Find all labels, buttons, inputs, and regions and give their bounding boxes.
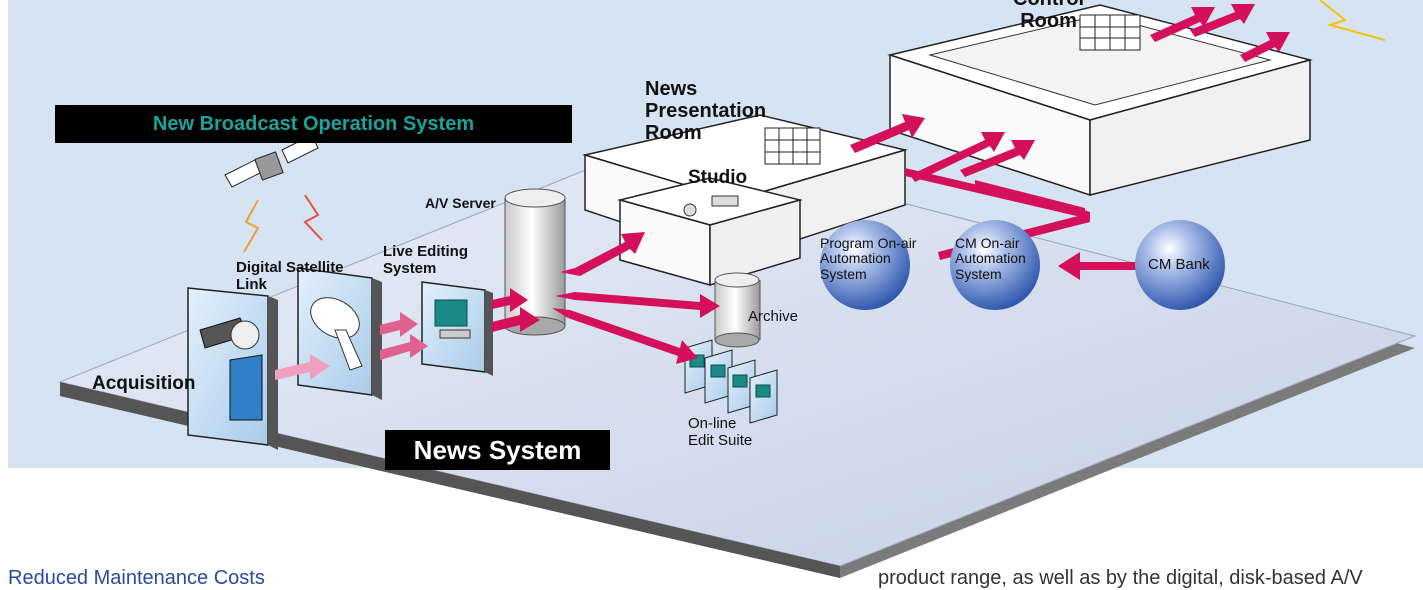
- label-av-server: A/V Server: [425, 195, 496, 211]
- archive-cylinder: [714, 272, 761, 348]
- label-news-presentation: News Presentation Room: [645, 78, 767, 144]
- live-editing-card: [421, 281, 493, 376]
- acquisition-card: [187, 287, 278, 450]
- cm-onair-sphere: [950, 220, 1040, 310]
- label-online-edit-suite: On-line Edit Suite: [688, 415, 753, 449]
- label-cm-bank: CM Bank: [1148, 256, 1210, 273]
- label-studio: Studio: [688, 167, 748, 188]
- label-digital-satellite: Digital Satellite Link: [236, 259, 344, 293]
- cm-bank-sphere: [1135, 220, 1225, 310]
- signal-bolts: [243, 0, 1386, 253]
- flow-arrows: [275, 4, 1290, 380]
- label-program-onair: Program On-air Automation System: [820, 235, 917, 282]
- news-system-banner: News System: [385, 430, 610, 470]
- label-control-room: Control Room: [1013, 0, 1084, 32]
- label-acquisition: Acquisition: [92, 373, 196, 394]
- program-onair-sphere: [820, 220, 910, 310]
- label-archive: Archive: [748, 308, 799, 325]
- label-cm-onair: CM On-air Automation System: [955, 235, 1026, 282]
- title-banner: New Broadcast Operation System: [55, 105, 572, 143]
- label-live-editing: Live Editing System: [383, 243, 469, 277]
- footer-heading: Reduced Maintenance Costs: [8, 567, 265, 589]
- control-room-box: [887, 4, 1313, 197]
- studio-box: [617, 177, 803, 287]
- av-server-cylinder: [504, 188, 566, 336]
- footer-body-text: product range, as well as by the digital…: [878, 567, 1363, 589]
